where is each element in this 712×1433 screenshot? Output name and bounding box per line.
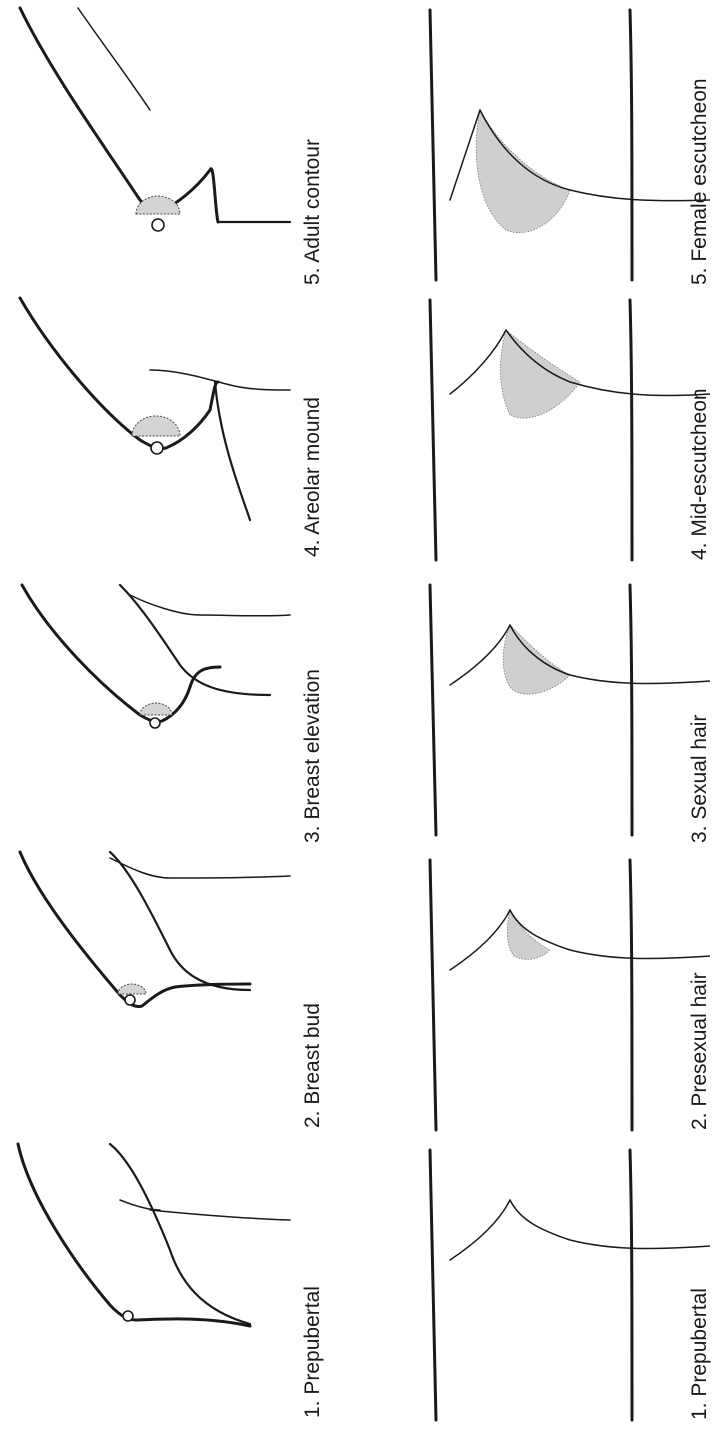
- breast-stage-1-drawing: [0, 1140, 300, 1430]
- pubic-stage-4-drawing: [410, 290, 710, 570]
- breast-stage-5-label: 5. Adult contour: [301, 139, 325, 285]
- pubic-stage-4-label: 4. Mid-escutcheon: [688, 388, 712, 560]
- pubic-stage-5-label: 5. Female escutcheon: [688, 78, 712, 285]
- breast-stage-5-drawing: [0, 0, 300, 290]
- breast-stage-2-label: 2. Breast bud: [301, 1003, 325, 1128]
- pubic-stage-1-label: 1. Prepubertal: [688, 1288, 712, 1420]
- pubic-stage-2-drawing: [410, 850, 710, 1140]
- breast-stage-4-drawing: [0, 290, 300, 570]
- breast-stage-3-drawing: [0, 575, 300, 845]
- breast-stage-4-label: 4. Areolar mound: [301, 397, 325, 557]
- pubic-stage-2-label: 2. Presexual hair: [688, 972, 712, 1130]
- breast-stage-1-label: 1. Prepubertal: [301, 1286, 325, 1418]
- breast-stage-2-drawing: [0, 850, 300, 1140]
- breast-stage-3-label: 3. Breast elevation: [301, 669, 325, 843]
- pubic-stage-1-drawing: [410, 1140, 710, 1430]
- pubic-stage-3-label: 3. Sexual hair: [688, 715, 712, 843]
- pubic-stage-3-drawing: [410, 575, 710, 845]
- pubic-stage-5-drawing: [410, 0, 710, 290]
